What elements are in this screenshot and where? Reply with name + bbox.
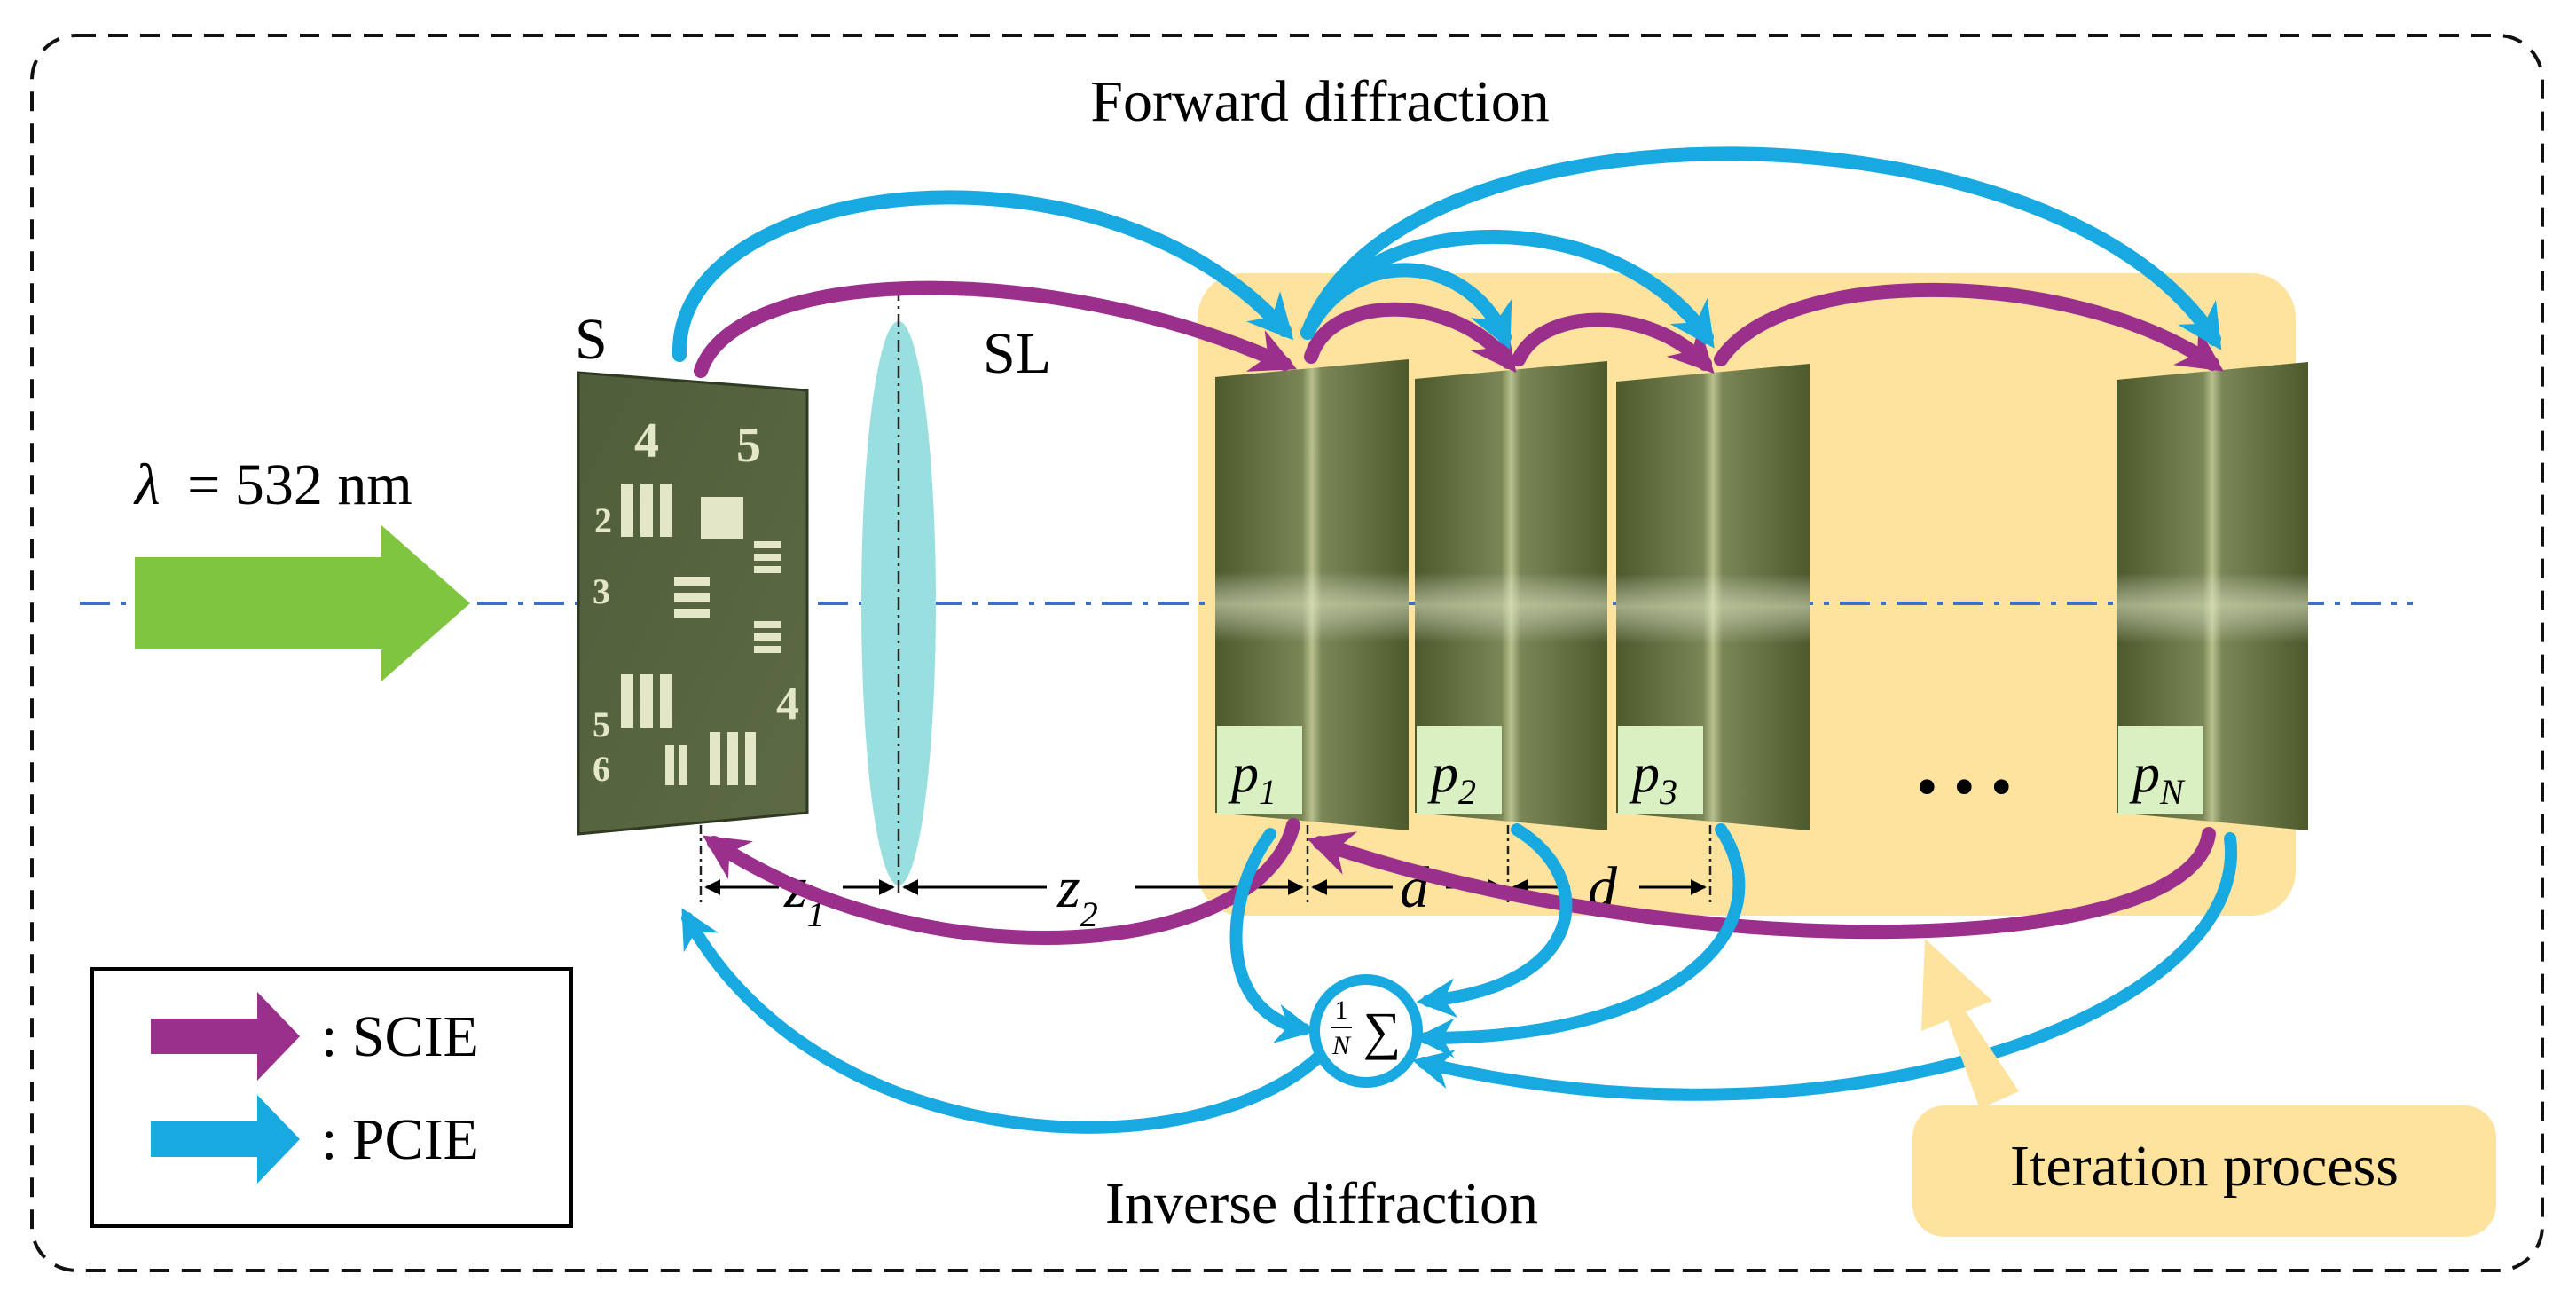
inverse-pcie-arrows — [681, 823, 2238, 1134]
sample-label: S — [575, 307, 608, 372]
outer-dashed-frame — [30, 34, 2544, 1272]
plane-label-n: pN — [2118, 726, 2203, 814]
svg-text:N: N — [1331, 1031, 1352, 1060]
svg-text:3: 3 — [593, 571, 610, 611]
svg-text:5: 5 — [593, 704, 610, 744]
legend-item-pcie: : PCIE — [151, 1095, 479, 1184]
iteration-pointer-arrow — [1921, 939, 2019, 1109]
diffraction-plane-n — [2117, 362, 2308, 830]
svg-text:5: 5 — [736, 418, 761, 473]
plane-label-3: p3 — [1618, 726, 1703, 814]
wavelength-value: = 532 nm — [187, 452, 412, 517]
diffraction-plane-3 — [1616, 364, 1810, 830]
plane-label-1: p1 — [1217, 726, 1302, 814]
legend: : SCIE : PCIE — [90, 967, 573, 1228]
svg-text:: PCIE: : PCIE — [321, 1107, 479, 1172]
svg-text:6: 6 — [593, 749, 610, 789]
svg-text:p3: p3 — [1629, 744, 1677, 812]
svg-text:pN: pN — [2129, 744, 2186, 812]
inverse-scie-arrows — [703, 818, 2216, 945]
diffraction-plane-2 — [1415, 361, 1607, 830]
svg-text:1: 1 — [1335, 995, 1348, 1025]
incident-beam-arrow — [135, 525, 470, 681]
forward-diffraction-title: Forward diffraction — [1090, 69, 1549, 134]
svg-text:4: 4 — [634, 413, 659, 468]
diffraction-plane-1 — [1215, 359, 1409, 830]
average-sum-operator: 1 N ∑ — [1309, 974, 1423, 1088]
wavelength-symbol: λ — [133, 452, 161, 517]
iteration-process-label: Iteration process — [2010, 1134, 2399, 1199]
iteration-process-box — [1912, 1105, 2496, 1237]
plane-label-2: p2 — [1417, 726, 1502, 814]
forward-pcie-arrows — [671, 146, 2222, 362]
ellipsis: • • • — [1916, 753, 2013, 822]
lens-label: SL — [983, 321, 1051, 386]
svg-text:p2: p2 — [1427, 744, 1476, 812]
inverse-diffraction-title: Inverse diffraction — [1105, 1171, 1538, 1236]
wavelength-label: λ = 532 nm — [133, 452, 412, 517]
svg-text:: SCIE: : SCIE — [321, 1004, 479, 1069]
svg-text:p1: p1 — [1228, 744, 1276, 812]
svg-text:2: 2 — [594, 500, 612, 540]
svg-text:∑: ∑ — [1363, 1002, 1402, 1060]
z2-label: z2 — [1056, 855, 1098, 934]
legend-item-scie: : SCIE — [151, 992, 479, 1081]
sample-target: 4 5 2 3 5 6 4 — [577, 371, 809, 836]
svg-text:4: 4 — [776, 679, 799, 729]
